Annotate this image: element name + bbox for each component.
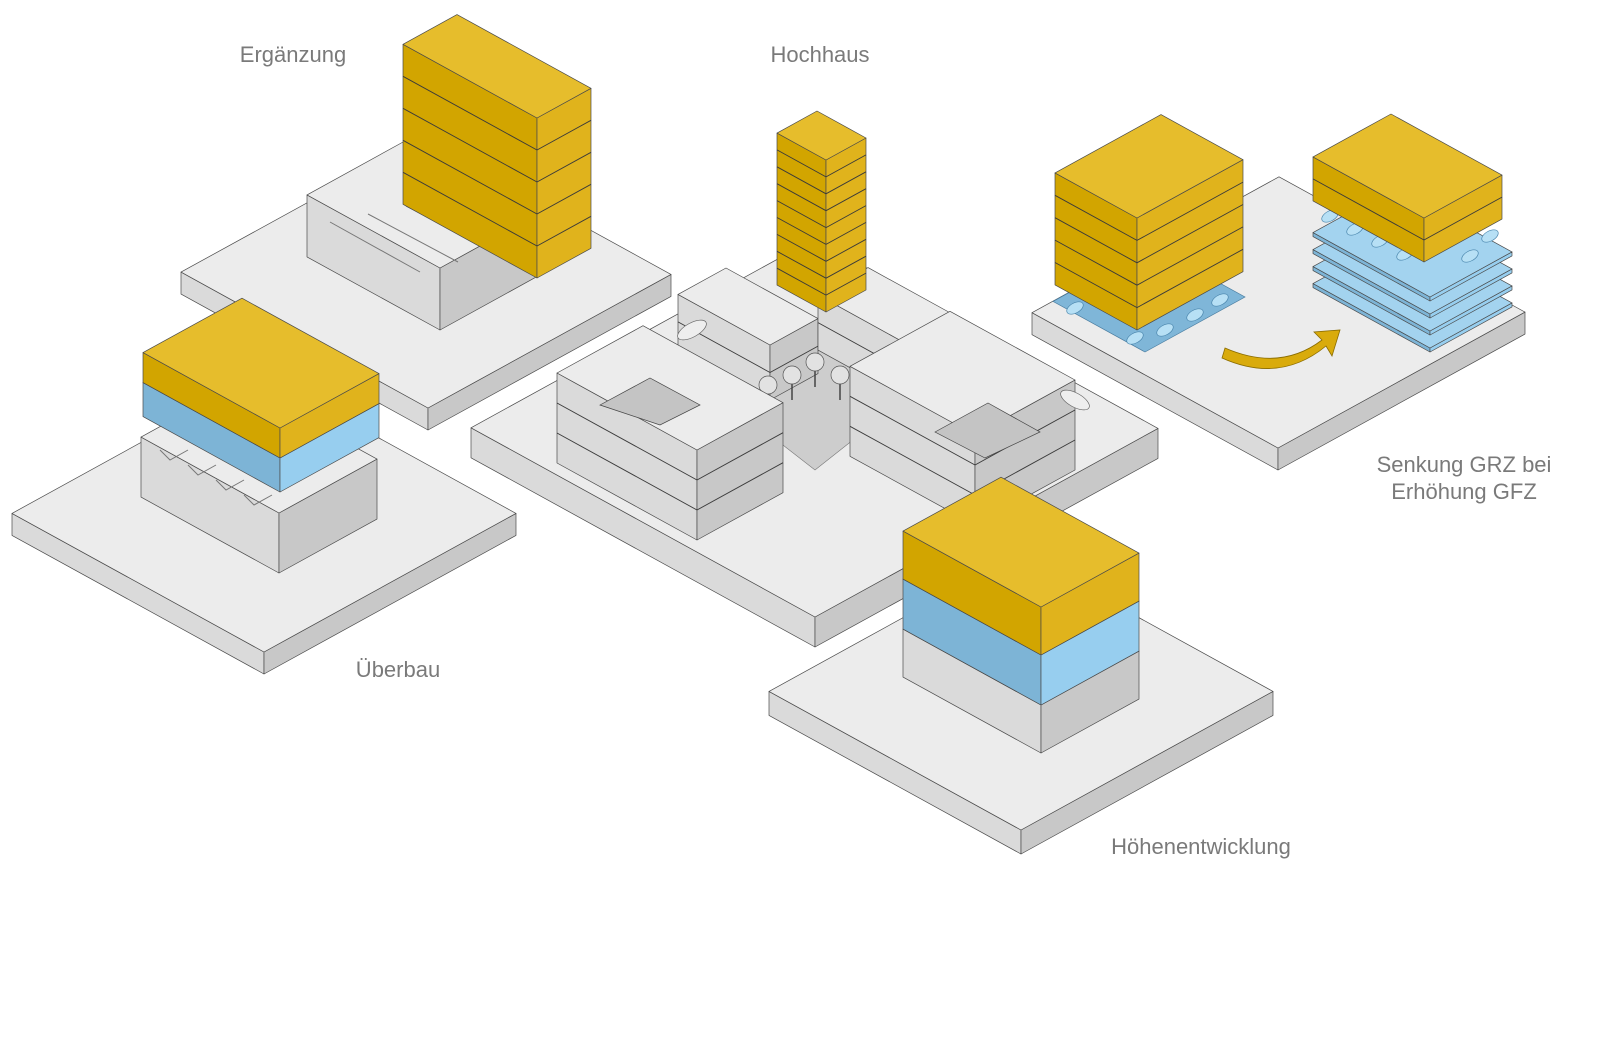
erganzung-tower-floor-line <box>402 139 592 215</box>
senkung-left-tower-floor-line <box>1054 181 1244 241</box>
stair-step <box>243 494 273 506</box>
erganzung-tower-floor-line <box>402 107 592 183</box>
right-u-building-floor-line <box>849 395 1076 466</box>
hochhaus-tower-top-face <box>776 110 867 161</box>
hochhaus-tower-floor-line <box>776 234 867 262</box>
parked-car <box>1066 301 1084 315</box>
parked-car <box>1186 308 1204 322</box>
tree-icon <box>758 375 778 395</box>
hochhaus-tower-floor-line <box>776 200 867 229</box>
hochhaus-tower-right-face <box>825 137 867 313</box>
hochhaus-tower-floor-line <box>776 250 867 279</box>
senkung-right-tower-floor-line <box>1312 178 1503 241</box>
left-u-building-top-face <box>556 325 784 451</box>
back-left-wing-top-face <box>677 267 819 346</box>
senkung-left-tower-floor-line <box>1054 248 1244 309</box>
senkung-left-tower-top-face <box>1054 114 1244 219</box>
label-uberbau: Überbau <box>355 657 441 682</box>
tree-icon <box>830 365 850 385</box>
right-u-courtyard <box>934 402 1041 459</box>
hochhaus-tower-floor-line <box>776 217 867 245</box>
left-u-courtyard <box>599 377 701 426</box>
back-left-wing-floor-line <box>677 321 819 374</box>
label-hochhaus: Hochhaus <box>770 42 870 67</box>
stair-step <box>215 479 245 491</box>
parked-car <box>1211 293 1229 307</box>
left-u-building-floor-line <box>556 432 784 511</box>
label-senkung-1: Senkung GRZ bei <box>1376 452 1552 477</box>
stair-step <box>187 464 217 476</box>
erganzung-tower-floor-line <box>402 171 592 247</box>
hochhaus-tower-floor-line <box>776 267 867 296</box>
stair-step <box>367 213 459 263</box>
hochhaus-tower-floor-line <box>776 149 867 178</box>
car-icon <box>1060 389 1090 411</box>
hochhaus-tower-floor-line <box>776 183 867 212</box>
erganzung-tower-floor-line <box>402 75 592 151</box>
parked-car <box>1461 249 1479 263</box>
erganzung-tower-top-face <box>402 14 592 119</box>
senkung-left-tower-floor-line <box>1054 226 1244 286</box>
stair-step <box>159 449 189 461</box>
uberbau-yellow-top-face <box>142 297 380 429</box>
arrow-icon <box>1221 329 1341 369</box>
label-senkung-2: Erhöhung GFZ <box>1391 479 1537 504</box>
hohen-yellow-top-face <box>902 476 1140 608</box>
parked-car <box>1126 331 1144 345</box>
tree-icon <box>805 352 825 372</box>
hochhaus-tower-floor-line <box>776 166 867 195</box>
car-icon <box>677 319 707 341</box>
erganzung-tower-right-face <box>536 87 592 279</box>
tree-icon <box>782 365 802 385</box>
label-hohenentwicklung: Höhenentwicklung <box>1111 834 1291 859</box>
senkung-left-tower-floor-line <box>1054 204 1244 264</box>
left-u-building-floor-line <box>556 402 784 481</box>
stair-step <box>329 221 421 273</box>
label-erganzung: Ergänzung <box>239 42 347 67</box>
parked-car <box>1481 229 1499 243</box>
hochhaus-tower-left-face <box>776 132 827 313</box>
senkung-right-tower-top-face <box>1312 113 1503 219</box>
parked-car <box>1156 323 1174 337</box>
